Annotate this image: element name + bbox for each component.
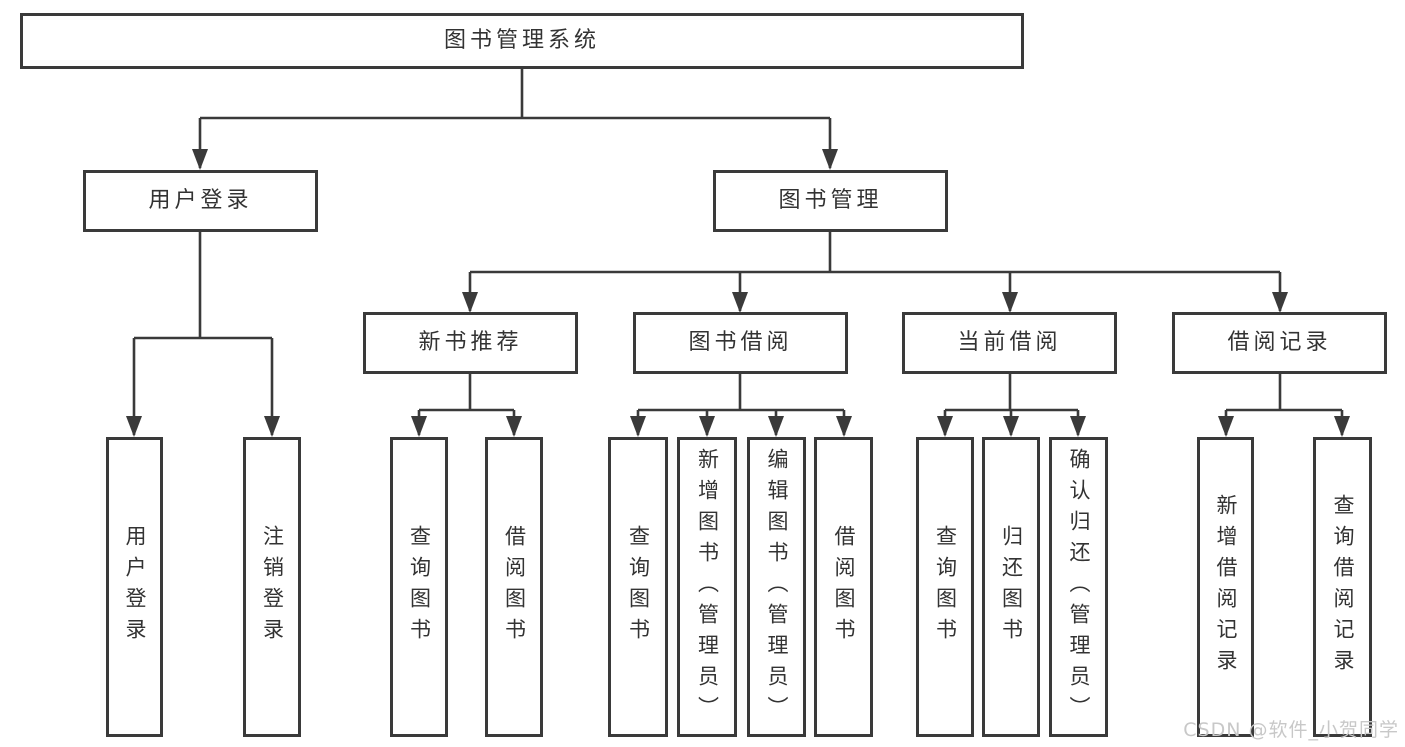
leaf-newbook-borrow-books: 借阅图书 <box>485 437 543 737</box>
leaf-currentborrow-return-books: 归还图书 <box>982 437 1040 737</box>
arrowheads <box>126 149 1350 437</box>
node-user-login: 用户登录 <box>83 170 318 232</box>
leaf-bookborrow-borrow-books: 借阅图书 <box>814 437 873 737</box>
leaf-currentborrow-confirm-return-admin: 确认归还（管理员） <box>1049 437 1108 737</box>
node-book-borrow: 图书借阅 <box>633 312 848 374</box>
csdn-watermark: CSDN @软件_小贺同学 <box>1183 719 1399 741</box>
node-borrow-records: 借阅记录 <box>1172 312 1387 374</box>
leaf-currentborrow-query-books: 查询图书 <box>916 437 974 737</box>
leaf-user-login: 用户登录 <box>106 437 163 737</box>
leaf-records-query-record: 查询借阅记录 <box>1313 437 1372 737</box>
node-book-management: 图书管理 <box>713 170 948 232</box>
node-new-book-recommend: 新书推荐 <box>363 312 578 374</box>
node-current-borrow: 当前借阅 <box>902 312 1117 374</box>
leaf-bookborrow-add-books-admin: 新增图书（管理员） <box>677 437 737 737</box>
leaf-logout: 注销登录 <box>243 437 301 737</box>
leaf-newbook-query-books: 查询图书 <box>390 437 448 737</box>
leaf-records-add-record: 新增借阅记录 <box>1197 437 1254 737</box>
node-library-system: 图书管理系统 <box>20 13 1024 69</box>
leaf-bookborrow-edit-books-admin: 编辑图书（管理员） <box>747 437 806 737</box>
leaf-bookborrow-query-books: 查询图书 <box>608 437 668 737</box>
